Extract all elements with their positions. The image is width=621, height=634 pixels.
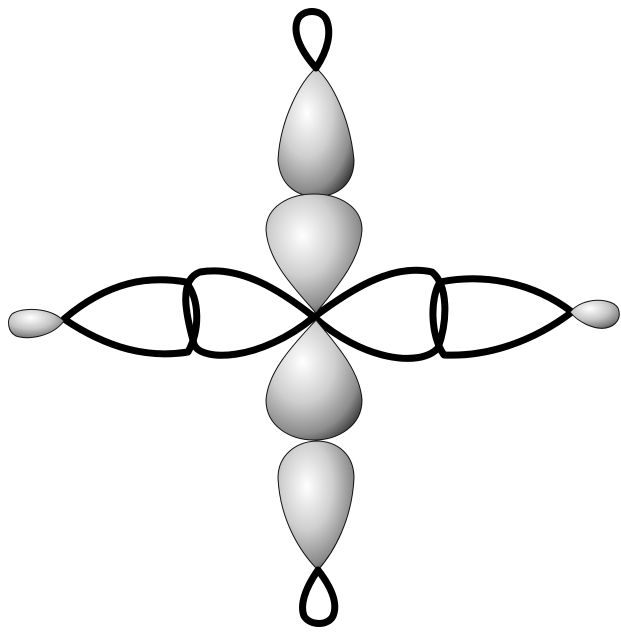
top-outer-lobe bbox=[278, 68, 354, 197]
bottom-outer-lobe bbox=[278, 441, 354, 570]
top-tip-lobe bbox=[296, 12, 329, 69]
left-outer-lobe bbox=[64, 280, 197, 354]
right-tip-lobe bbox=[570, 300, 619, 328]
right-outer-lobe bbox=[433, 279, 572, 355]
left-tip-lobe bbox=[9, 309, 64, 337]
bottom-tip-lobe bbox=[303, 570, 335, 624]
